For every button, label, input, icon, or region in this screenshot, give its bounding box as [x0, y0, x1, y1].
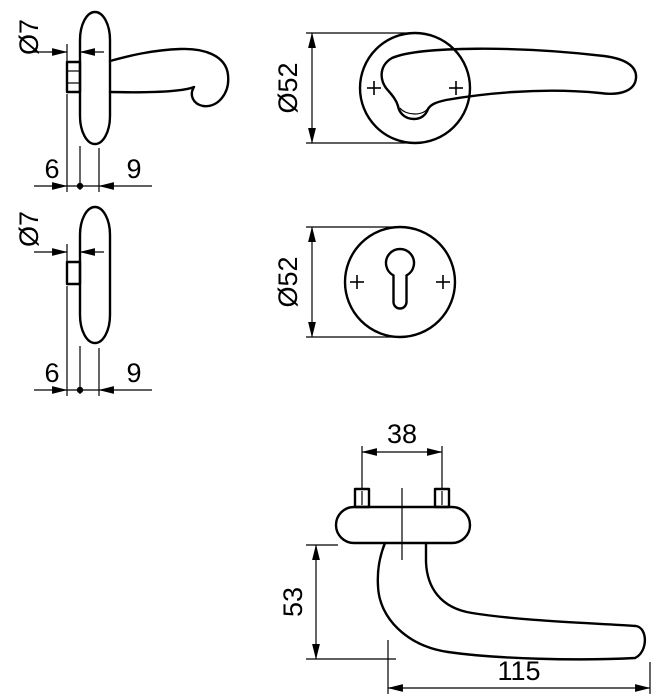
dim-label-diameter52-rose: Ø52: [273, 62, 303, 113]
screw-right: [433, 487, 451, 509]
rose-top-plate: [334, 505, 472, 545]
neck-detail-line: [399, 107, 429, 115]
dim-label-6-lever: 6: [44, 154, 59, 184]
dim-label-6-escutcheon: 6: [44, 358, 59, 388]
dim-label-diameter52-escutcheon: Ø52: [273, 256, 303, 307]
dim-label-diameter7-lever: Ø7: [14, 19, 44, 55]
screw-cross-left: [350, 275, 364, 289]
dim-53-grip-height: 53: [278, 544, 396, 660]
view-lever-rose-side: Ø7 6 9: [14, 10, 230, 192]
dim-diameter52-rose: Ø52: [273, 32, 410, 144]
dim-label-38: 38: [387, 419, 417, 449]
dim-label-53: 53: [278, 587, 308, 617]
reference-dot: [76, 386, 84, 394]
cylinder-stub: [65, 260, 82, 286]
dim-diameter52-escutcheon: Ø52: [273, 226, 395, 338]
screw-cross-right: [449, 81, 463, 95]
spindle-stub: [65, 60, 82, 94]
dim-diameter7-lever: Ø7: [14, 19, 104, 61]
dim-label-9-escutcheon: 9: [126, 358, 141, 388]
reference-dot: [76, 182, 84, 190]
escutcheon-side-outline: [78, 205, 112, 345]
lever-front-outline: [380, 47, 638, 121]
rose-side-outline: [78, 10, 112, 146]
lever-side-profile: [108, 47, 230, 108]
dim-6-9-lever: 6 9: [34, 94, 152, 192]
view-escutcheon-side: Ø7 6 9: [14, 205, 152, 396]
screw-cross-right: [436, 275, 450, 289]
screw-cross-left: [367, 81, 381, 95]
view-escutcheon-front: Ø52: [273, 225, 457, 339]
rose-front-circle: [358, 31, 472, 145]
dim-6-9-escutcheon: 6 9: [34, 286, 152, 396]
screw-left: [353, 487, 371, 509]
dim-38-screw-spacing: 38: [361, 419, 443, 489]
dim-115-lever-length: 115: [387, 640, 651, 694]
view-lever-rose-front: Ø52: [273, 31, 638, 145]
dim-label-9-lever: 9: [126, 154, 141, 184]
lever-top-outline: [376, 541, 647, 661]
dim-label-115: 115: [497, 656, 540, 686]
escutcheon-front-circle: [343, 225, 457, 339]
dim-label-diameter7-escutcheon: Ø7: [14, 211, 44, 247]
dim-diameter7-escutcheon: Ø7: [14, 211, 104, 261]
euro-profile-keyhole: [384, 247, 416, 310]
view-lever-top: 38 53 115: [278, 419, 651, 694]
